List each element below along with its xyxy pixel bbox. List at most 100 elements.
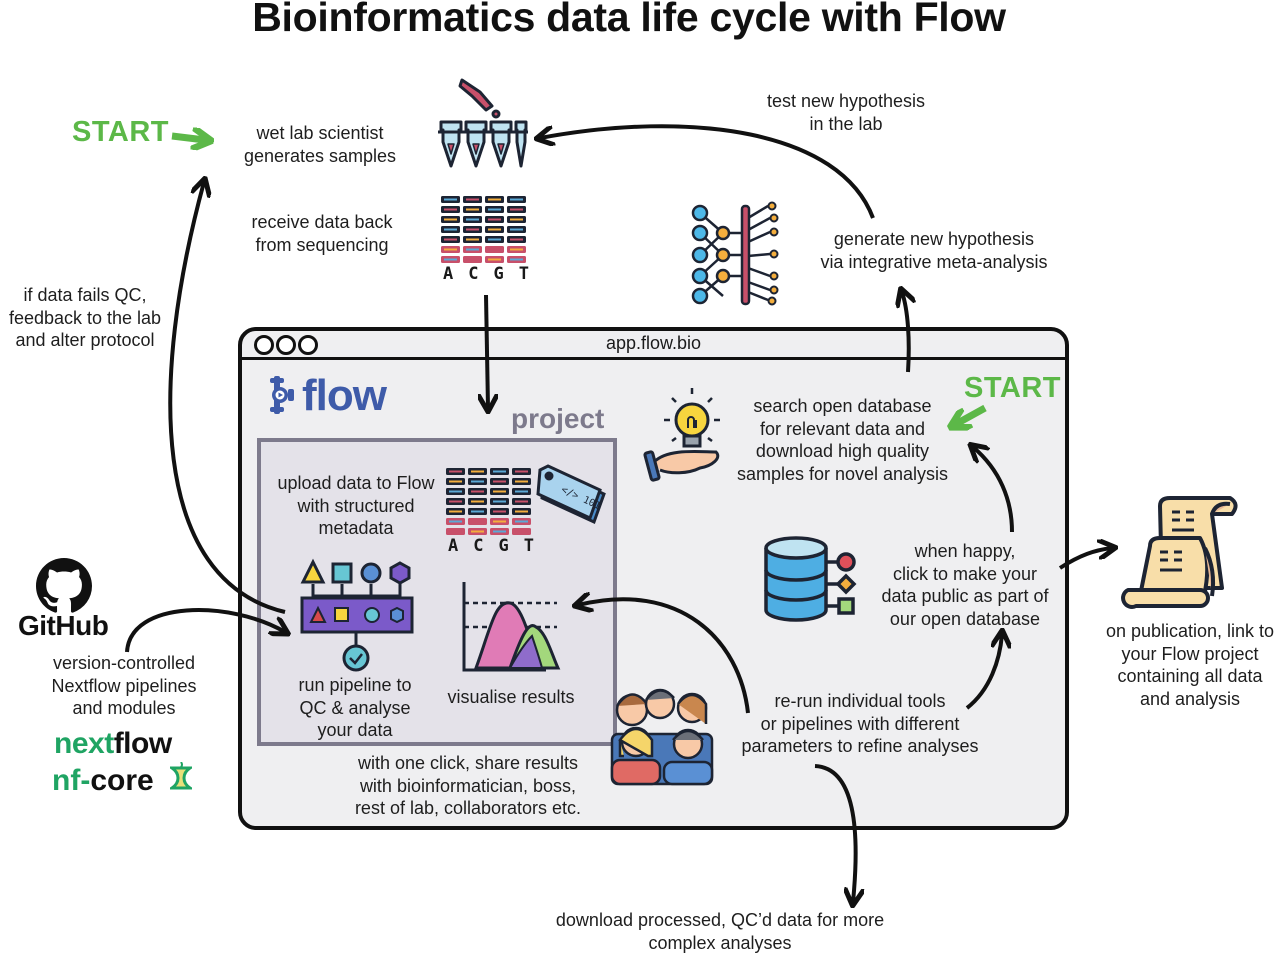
sequence-read-mark [510, 228, 523, 231]
nfcore-logo: nf-core [52, 761, 195, 798]
sequence-read-mark [444, 248, 457, 251]
sequence-read-mark [444, 238, 457, 241]
sequence-read-cell [441, 226, 460, 233]
step-qc-feedback: if data fails QC, feedback to the lab an… [8, 285, 162, 350]
url-bar: app.flow.bio [605, 333, 702, 353]
sequence-read-mark [466, 198, 479, 201]
sequence-read-cell [441, 206, 460, 213]
sequence-read-cell [485, 196, 504, 203]
sequence-read-mark [444, 218, 457, 221]
sequence-read-mark [488, 198, 501, 201]
sequence-read-cell [441, 256, 460, 263]
sequence-read-mark [488, 208, 501, 211]
step-wet-lab: wet lab scientist generates samples [243, 123, 397, 166]
nfcore-logo-part: nf- [52, 764, 91, 797]
window-dot-icon [298, 335, 318, 355]
github-logo: GitHub [18, 558, 109, 642]
sequence-read-mark [488, 218, 501, 221]
apple-core-icon [167, 761, 195, 790]
sequence-read-mark [466, 208, 479, 211]
sequence-read-cell [463, 216, 482, 223]
sequence-read-cell [507, 216, 526, 223]
base-letter: A [443, 264, 454, 284]
github-wordmark: GitHub [18, 610, 109, 641]
project-label: project [511, 403, 605, 434]
sequence-read-cell [485, 206, 504, 213]
base-letter: G [498, 536, 509, 556]
sequence-read-mark [444, 228, 457, 231]
github-description: version-controlled Nextflow pipelines an… [51, 653, 197, 718]
window-titlebar: app.flow.bio [242, 331, 1065, 360]
sequence-read-cell [507, 206, 526, 213]
arrow-test-hypothesis [540, 124, 875, 219]
base-letter: A [448, 536, 459, 556]
sequence-read-cell [463, 256, 482, 263]
step-share-results: with one click, share results with bioin… [354, 753, 582, 818]
nextflow-logo-part: next [54, 727, 114, 760]
sequence-read-mark [510, 218, 523, 221]
github-icon [36, 558, 92, 613]
sequence-read-cell [463, 196, 482, 203]
step-run-pipeline: run pipeline to QC & analyse your data [298, 675, 412, 740]
sequence-read-mark [510, 198, 523, 201]
flow-logo-icon [270, 376, 294, 414]
base-letter: C [473, 536, 484, 556]
sequence-read-cell [463, 226, 482, 233]
sequence-read-cell [507, 256, 526, 263]
nfcore-logo-part: core [90, 764, 154, 797]
flow-logo-text: flow [302, 371, 387, 420]
sequence-read-cell [463, 206, 482, 213]
start-arrow-lab [171, 136, 205, 140]
step-make-public: when happy, click to make your data publ… [881, 541, 1049, 629]
sequence-read-cell [507, 236, 526, 243]
nextflow-logo-part: flow [113, 727, 173, 760]
sequence-read-mark [466, 238, 479, 241]
start-label-lab: START [72, 116, 170, 148]
nextflow-logo: nextflow [54, 727, 172, 761]
sequence-read-mark [510, 238, 523, 241]
sequence-read-mark [466, 248, 479, 251]
sequence-read-cell [463, 246, 482, 253]
start-label-database: START [964, 372, 1062, 404]
sequence-read-mark [510, 208, 523, 211]
flow-logo: flow [270, 371, 387, 421]
sequence-read-cell [485, 216, 504, 223]
sequence-read-mark [510, 258, 523, 261]
step-search-database: search open database for relevant data a… [736, 396, 949, 484]
step-download-processed: download processed, QC’d data for more c… [555, 910, 885, 953]
sequence-read-cell [441, 196, 460, 203]
sequence-read-cell [441, 236, 460, 243]
sequence-read-mark [444, 208, 457, 211]
sequence-read-cell [485, 226, 504, 233]
base-letter: T [518, 264, 529, 284]
sequence-read-cell [507, 246, 526, 253]
step-test-hypothesis: test new hypothesis in the lab [766, 91, 926, 134]
step-generate-hypothesis: generate new hypothesis via integrative … [820, 229, 1048, 272]
diagram-title: Bioinformatics data life cycle with Flow [252, 0, 1006, 40]
neural-network-icon [691, 201, 779, 306]
sequence-read-mark [444, 258, 457, 261]
base-letter: G [493, 264, 504, 284]
base-letter: T [523, 536, 534, 556]
sequence-read-mark [488, 228, 501, 231]
step-publication: on publication, link to your Flow projec… [1105, 621, 1275, 709]
step-rerun-tools: re-run individual tools or pipelines wit… [741, 691, 979, 756]
step-upload-data: upload data to Flow with structured meta… [277, 473, 435, 538]
step-visualise: visualise results [447, 687, 575, 707]
base-letter: C [468, 264, 479, 284]
scroll-publication-icon [1121, 496, 1238, 609]
sequence-read-cell [485, 236, 504, 243]
sequence-read-mark [488, 248, 501, 251]
sequence-read-mark [466, 228, 479, 231]
sequence-read-mark [488, 258, 501, 261]
sequence-read-cell [485, 246, 504, 253]
sequence-read-mark [510, 248, 523, 251]
pipette-tubes-icon [438, 78, 528, 168]
sequence-read-mark [444, 198, 457, 201]
sequence-read-mark [466, 258, 479, 261]
sequence-read-mark [488, 238, 501, 241]
sequence-read-cell [463, 236, 482, 243]
step-receive-data: receive data back from sequencing [251, 212, 393, 255]
